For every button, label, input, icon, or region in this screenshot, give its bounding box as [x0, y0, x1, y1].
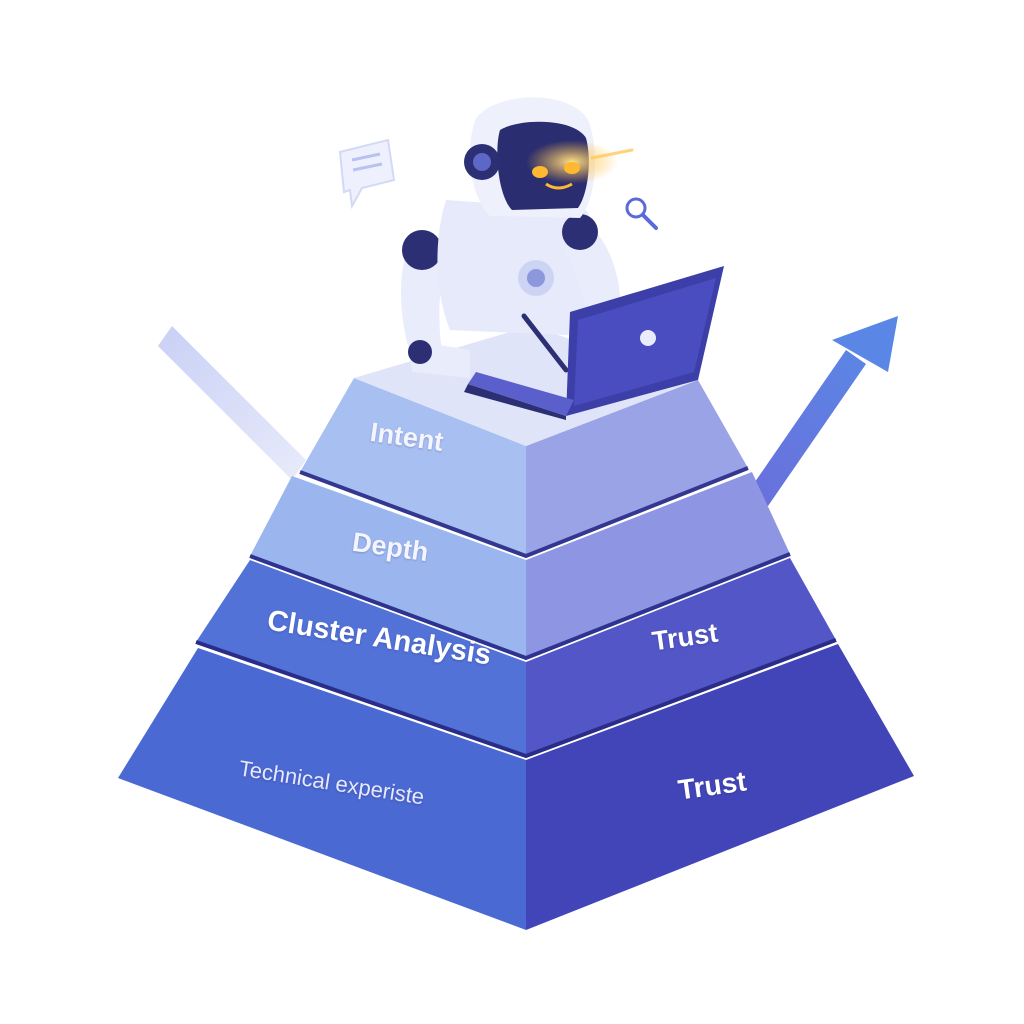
- speech-bubble-icon: [338, 138, 396, 210]
- arrow-down-icon: [158, 326, 306, 480]
- pyramid: [118, 326, 914, 930]
- laptop-icon: [464, 266, 724, 420]
- tier2-left-face: [250, 476, 526, 658]
- tier3-right-face: [526, 558, 836, 756]
- magnifier-icon: [625, 197, 658, 230]
- tier4-left-face: [118, 648, 526, 930]
- tier2-right-face: [526, 472, 790, 658]
- tier1-right-face: [526, 380, 748, 556]
- tier3-left-face: [196, 560, 526, 756]
- tier1-left-face: [300, 378, 526, 556]
- tier4-right-face: [526, 644, 914, 930]
- arrow-up-icon: [748, 316, 898, 506]
- robot-icon: [401, 97, 634, 378]
